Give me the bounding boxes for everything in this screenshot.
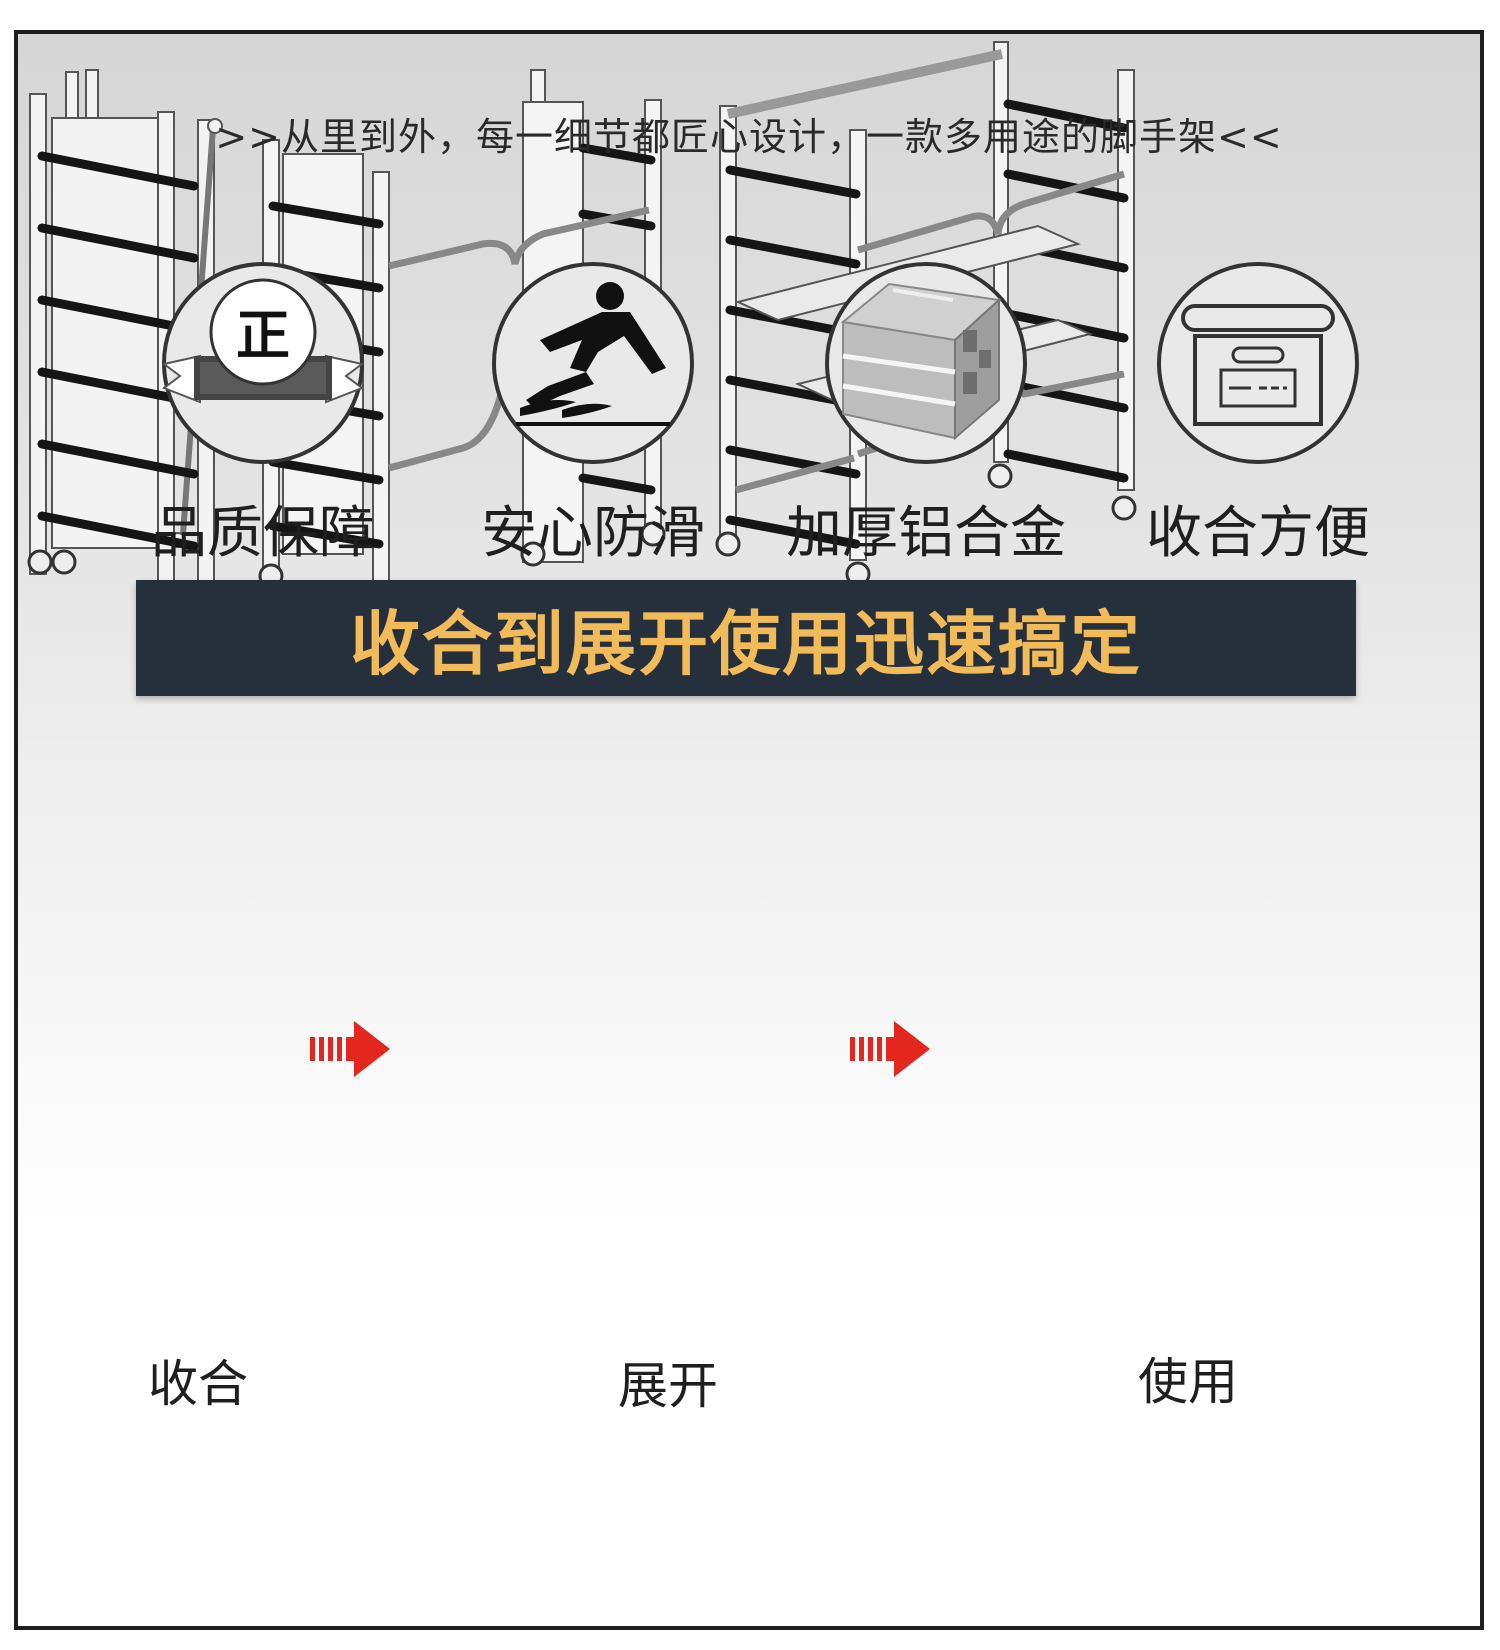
step-label-folded: 收合 <box>148 1355 248 1413</box>
scaffold-folded-illustration <box>27 69 223 611</box>
feature-storage: 收合方便 <box>1108 224 1408 566</box>
product-panel: >>从里到外，每一细节都匠心设计，一款多用途的脚手架<< 正 品质保障 <box>14 30 1484 1630</box>
anti-slip-icon <box>490 260 696 466</box>
feature-quality: 正 品质保障 <box>113 224 413 566</box>
feature-row: 正 品质保障 安心防滑 <box>18 224 1480 566</box>
step-label-in-use: 使用 <box>1138 1353 1238 1411</box>
feature-label: 收合方便 <box>1146 501 1370 566</box>
headline: >>从里到外，每一细节都匠心设计，一款多用途的脚手架<< <box>215 115 1283 159</box>
step-label-unfolded: 展开 <box>618 1357 718 1415</box>
feature-label: 加厚铝合金 <box>786 501 1066 566</box>
arrow-right-icon <box>850 1021 930 1077</box>
feature-label: 安心防滑 <box>481 501 705 566</box>
feature-aluminum: 加厚铝合金 <box>776 224 1076 566</box>
feature-label: 品质保障 <box>151 501 375 566</box>
slogan-banner: 收合到展开使用迅速搞定 <box>136 580 1356 696</box>
slogan-text: 收合到展开使用迅速搞定 <box>350 602 1142 685</box>
storage-box-icon <box>1155 260 1361 466</box>
quality-badge-icon: 正 <box>160 260 366 466</box>
quality-badge-char: 正 <box>236 304 290 367</box>
arrow-right-icon <box>310 1021 390 1077</box>
aluminum-profile-icon <box>823 260 1029 466</box>
feature-anti-slip: 安心防滑 <box>443 224 743 566</box>
